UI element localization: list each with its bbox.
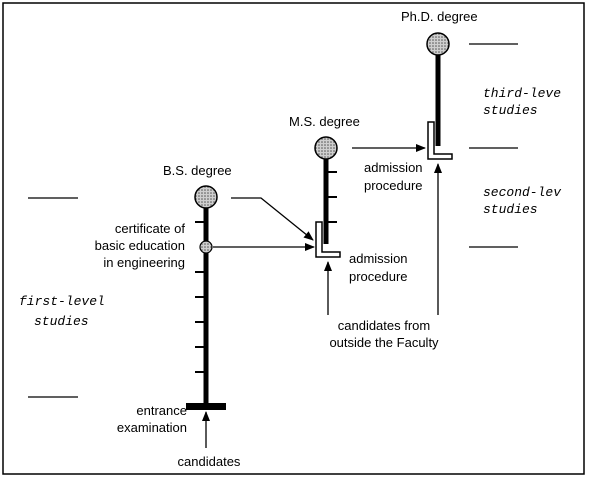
- entrance-bar: [186, 403, 226, 410]
- ms-admission-label-line2: procedure: [349, 269, 408, 284]
- second-level-label-line1: second-lev: [483, 185, 562, 200]
- phd-admission-bracket: [427, 121, 453, 160]
- phd-admission-label-line2: procedure: [364, 178, 423, 193]
- third-level-label-line2: studies: [483, 103, 538, 118]
- certificate-node: [199, 240, 213, 254]
- first-level-label-line1: first-level: [19, 294, 105, 309]
- entrance-label-line2: examination: [117, 420, 187, 435]
- third-level-label-line1: third-leve: [483, 86, 561, 101]
- second-level-label-line2: studies: [483, 202, 538, 217]
- first-level-label-line2: studies: [34, 314, 89, 329]
- diagram-border: [2, 2, 585, 475]
- phd-admission-label-line1: admission: [364, 160, 423, 175]
- ms-admission-bracket: [315, 221, 341, 258]
- entrance-label-line1: entrance: [136, 403, 187, 418]
- bs-ticks: [195, 221, 206, 373]
- ms-degree-label: M.S. degree: [289, 114, 360, 129]
- bs-degree-label: B.S. degree: [163, 163, 232, 178]
- phd-degree-label: Ph.D. degree: [401, 9, 478, 24]
- ms-degree-node: [314, 136, 338, 160]
- bs-to-ms-arrow: [231, 197, 314, 241]
- certificate-label-line2: basic education: [95, 238, 185, 253]
- outside-candidates-label-line1: candidates from: [338, 318, 431, 333]
- bs-degree-node: [194, 185, 218, 209]
- ms-ticks: [326, 171, 337, 223]
- certificate-label-line3: in engineering: [103, 255, 185, 270]
- certificate-label-line1: certificate of: [115, 221, 185, 236]
- ms-admission-label-line1: admission: [349, 251, 408, 266]
- outside-candidates-label-line2: outside the Faculty: [329, 335, 439, 350]
- phd-degree-node: [426, 32, 450, 56]
- candidates-label: candidates: [178, 454, 241, 469]
